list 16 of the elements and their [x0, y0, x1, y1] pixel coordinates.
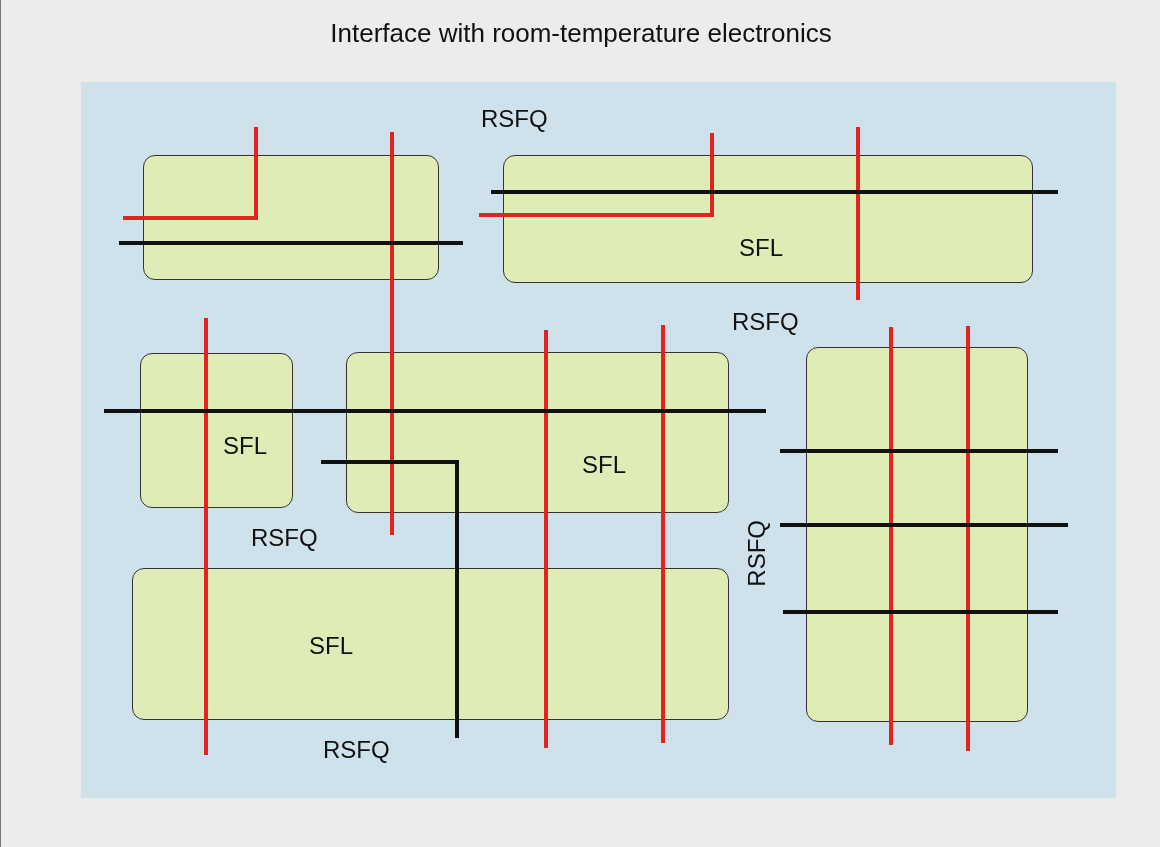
- circuit-block: [346, 352, 729, 513]
- block-label: SFL: [309, 632, 353, 660]
- circuit-block: [140, 353, 293, 508]
- signal-label: RSFQ: [251, 524, 318, 552]
- signal-label: RSFQ: [732, 308, 799, 336]
- circuit-block: [806, 347, 1028, 722]
- signal-label: RSFQ: [481, 105, 548, 133]
- block-label: SFL: [739, 234, 783, 262]
- signal-label: RSFQ: [743, 520, 771, 587]
- block-label: SFL: [223, 432, 267, 460]
- circuit-block: [132, 568, 729, 720]
- signal-label: RSFQ: [323, 736, 390, 764]
- block-label: SFL: [582, 451, 626, 479]
- diagram-title: Interface with room-temperature electronics: [329, 18, 833, 49]
- circuit-block: [503, 155, 1033, 283]
- circuit-block: [143, 155, 439, 280]
